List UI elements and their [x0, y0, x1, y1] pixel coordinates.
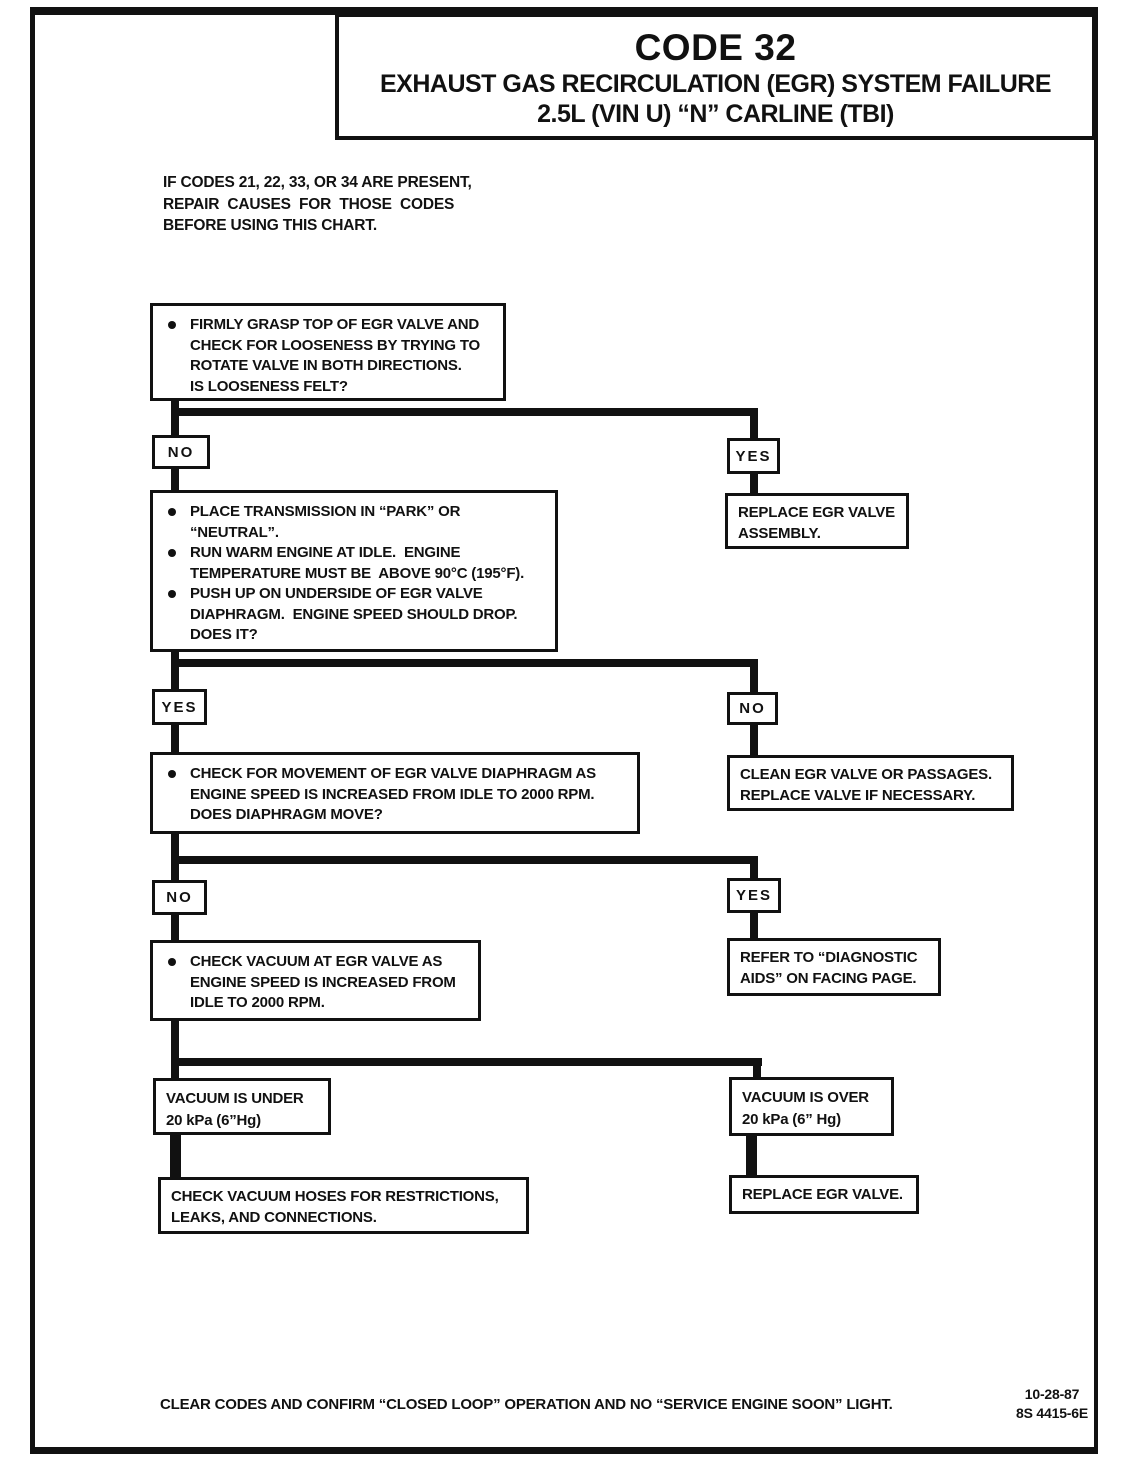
bullet-item: FIRMLY GRASP TOP OF EGR VALVE AND CHECK … — [165, 315, 497, 397]
bullet-dot — [168, 549, 176, 557]
bullet-item: PLACE TRANSMISSION IN “PARK” OR “NEUTRAL… — [165, 502, 549, 543]
connector-line — [171, 408, 758, 416]
bullet-item: CHECK FOR MOVEMENT OF EGR VALVE DIAPHRAG… — [165, 764, 631, 826]
node-step-3: CHECK FOR MOVEMENT OF EGR VALVE DIAPHRAG… — [150, 752, 640, 834]
bullet-item: RUN WARM ENGINE AT IDLE. ENGINE TEMPERAT… — [165, 543, 549, 584]
node-step-1: FIRMLY GRASP TOP OF EGR VALVE AND CHECK … — [150, 303, 506, 401]
document-id: 10-28-87 8S 4415-6E — [998, 1385, 1106, 1423]
intro-note: IF CODES 21, 22, 33, OR 34 ARE PRESENT, … — [163, 174, 472, 234]
bullet-dot — [168, 321, 176, 329]
connector-line — [171, 1058, 762, 1066]
node-vacuum-under: VACUUM IS UNDER 20 kPa (6”Hg) — [153, 1078, 331, 1135]
bullet-dot — [168, 958, 176, 966]
bullet-item: PUSH UP ON UNDERSIDE OF EGR VALVE DIAPHR… — [165, 584, 549, 646]
node-replace-valve: REPLACE EGR VALVE. — [729, 1175, 919, 1214]
node-step-4: CHECK VACUUM AT EGR VALVE AS ENGINE SPEE… — [150, 940, 481, 1021]
node-check-hoses: CHECK VACUUM HOSES FOR RESTRICTIONS, LEA… — [158, 1177, 529, 1234]
node-step-2-text-1: PLACE TRANSMISSION IN “PARK” OR “NEUTRAL… — [190, 503, 461, 541]
node-replace-assembly: REPLACE EGR VALVE ASSEMBLY. — [725, 493, 909, 549]
document-number: 8S 4415-6E — [1016, 1405, 1088, 1421]
connector-line — [753, 1058, 761, 1078]
connector-line — [750, 724, 758, 756]
decision-no-3: NO — [152, 880, 207, 915]
connector-line — [750, 408, 758, 439]
connector-line — [746, 1135, 757, 1176]
node-step-3-text: CHECK FOR MOVEMENT OF EGR VALVE DIAPHRAG… — [190, 765, 596, 823]
connector-line — [171, 659, 758, 667]
bullet-dot — [168, 770, 176, 778]
node-clean-valve: CLEAN EGR VALVE OR PASSAGES. REPLACE VAL… — [727, 755, 1014, 811]
bullet-dot — [168, 508, 176, 516]
node-step-2: PLACE TRANSMISSION IN “PARK” OR “NEUTRAL… — [150, 490, 558, 652]
node-step-1-text: FIRMLY GRASP TOP OF EGR VALVE AND CHECK … — [190, 316, 481, 395]
node-step-4-text: CHECK VACUUM AT EGR VALVE AS ENGINE SPEE… — [190, 953, 456, 1011]
page-border — [30, 10, 1098, 1454]
bullet-item: CHECK VACUUM AT EGR VALVE AS ENGINE SPEE… — [165, 952, 472, 1014]
node-step-2-text-3: PUSH UP ON UNDERSIDE OF EGR VALVE DIAPHR… — [190, 585, 518, 643]
bullet-dot — [168, 590, 176, 598]
node-vacuum-over: VACUUM IS OVER 20 kPa (6” Hg) — [729, 1077, 894, 1136]
connector-line — [171, 399, 179, 436]
decision-yes-2: YES — [152, 689, 207, 725]
node-step-2-text-2: RUN WARM ENGINE AT IDLE. ENGINE TEMPERAT… — [190, 544, 525, 582]
connector-line — [171, 914, 179, 941]
connector-line — [171, 856, 758, 864]
decision-no-1: NO — [152, 435, 210, 469]
document-date: 10-28-87 — [1024, 1386, 1080, 1402]
title-box: CODE 32 EXHAUST GAS RECIRCULATION (EGR) … — [335, 13, 1096, 140]
connector-line — [171, 1019, 179, 1079]
connector-line — [171, 724, 179, 753]
decision-no-2: NO — [727, 692, 778, 725]
connector-line — [170, 1134, 181, 1178]
title-line-2: 2.5L (VIN U) “N” CARLINE (TBI) — [537, 100, 894, 128]
connector-line — [171, 651, 179, 690]
connector-line — [171, 468, 179, 492]
connector-line — [750, 912, 758, 939]
decision-yes-1: YES — [727, 438, 780, 474]
connector-line — [750, 659, 758, 693]
page-border-top — [30, 7, 1098, 15]
connector-line — [750, 856, 758, 879]
decision-yes-3: YES — [727, 878, 781, 913]
page-title: CODE 32 — [634, 27, 797, 68]
title-line-1: EXHAUST GAS RECIRCULATION (EGR) SYSTEM F… — [379, 70, 1052, 98]
node-refer-aids: REFER TO “DIAGNOSTIC AIDS” ON FACING PAG… — [727, 938, 941, 996]
connector-line — [750, 473, 758, 494]
footer-note: CLEAR CODES AND CONFIRM “CLOSED LOOP” OP… — [160, 1396, 893, 1413]
